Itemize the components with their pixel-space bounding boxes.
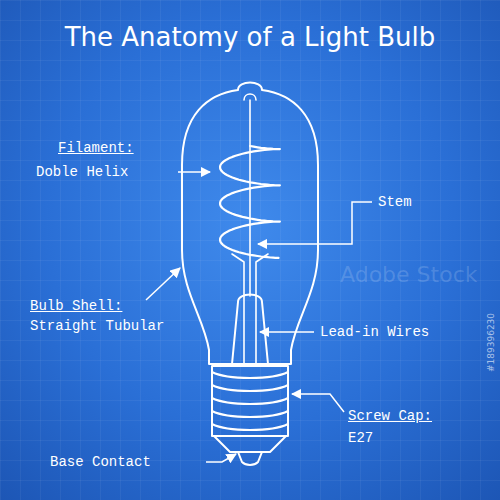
base-contact [238,452,262,465]
lead-in-wires [232,254,268,364]
part-name: Base Contact [50,454,151,470]
screw-cap [212,366,288,436]
stock-id: #189396230 [486,313,496,372]
base-insulator [214,436,286,452]
screw-threads [212,372,288,430]
thread-line [212,424,288,430]
part-heading: Filament: [58,140,134,156]
thread-line [212,411,288,417]
part-name: Stem [378,194,412,210]
bulb-shell [182,83,318,365]
part-name: Lead-in Wires [320,324,429,340]
part-heading: Screw Cap: [348,408,432,424]
watermark: Adobe Stock [340,262,477,287]
diagram-title: The Anatomy of a Light Bulb [65,22,436,52]
filament-helix [220,146,280,258]
part-detail: Doble Helix [36,164,128,180]
part-detail: Straight Tubular [30,318,164,334]
thread-line [212,385,288,391]
support-wire [244,94,256,296]
thread-line [212,398,288,404]
leader-lines [146,172,372,462]
part-detail: E27 [348,430,373,446]
part-heading: Bulb Shell: [30,298,122,314]
glass-stem [232,295,268,365]
thread-line [212,372,288,378]
